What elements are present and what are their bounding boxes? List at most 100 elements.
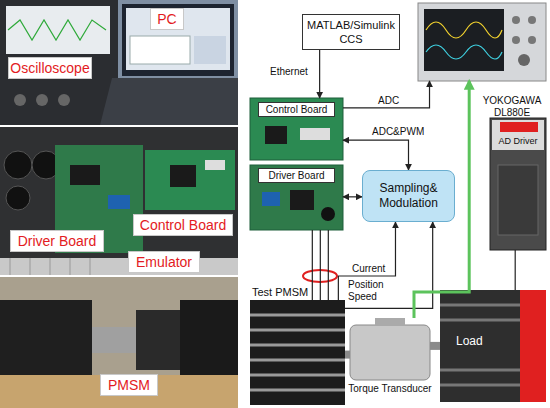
node-text: Oscilloscope (10, 60, 89, 76)
heatsink-fin (30, 258, 31, 275)
knob (36, 94, 48, 106)
motor-fin (250, 344, 345, 347)
transducer-connector (375, 318, 405, 326)
shaft-coupling (430, 342, 440, 350)
photo-divider (0, 275, 238, 277)
chip (290, 190, 314, 210)
photo-label: Driver Board (10, 230, 104, 252)
screen-trace (426, 22, 502, 38)
connector (205, 160, 225, 170)
load-fin (440, 319, 520, 322)
coupling (92, 327, 136, 353)
torque-sensor (136, 310, 180, 370)
photo-background (0, 127, 238, 275)
edge-label: Position Speed (348, 279, 390, 303)
control-pcb (145, 150, 235, 210)
node-text: YOKOGAWA DL880E (478, 95, 546, 119)
shaft-coupling (345, 351, 350, 359)
photo-background (0, 277, 238, 408)
connector-line (312, 230, 328, 300)
knob (528, 16, 536, 24)
oscilloscope: YOKOGAWA DL880E (418, 3, 546, 81)
motor-fin (250, 329, 345, 332)
node-text: Torque Transducer (345, 383, 435, 395)
connector-line (319, 50, 320, 98)
connector-line (343, 140, 409, 170)
relay (262, 192, 280, 206)
motor-body (250, 300, 345, 405)
relay (108, 195, 130, 209)
load-fin (440, 384, 520, 387)
motor-body (0, 300, 92, 375)
laptop-window (194, 36, 226, 64)
knob (528, 36, 536, 44)
chip (70, 165, 100, 185)
motor-fin (250, 314, 345, 317)
motor-fin (250, 359, 345, 362)
torque-transducer-body (350, 325, 430, 380)
control-board: Control Board (250, 98, 343, 160)
laptop-keyboard (100, 78, 238, 125)
node-text: PMSM (108, 377, 150, 393)
photo-label: PMSM (100, 374, 158, 396)
process-box: Sampling& Modulation (362, 170, 455, 222)
software-box: MATLAB/Simulink CCS (302, 14, 400, 50)
capacitor (4, 151, 32, 179)
node-text: MATLAB/Simulink CCS (305, 18, 397, 46)
knob (512, 36, 520, 44)
edge-label: Ethernet (270, 66, 308, 78)
node-text: Driver Board (258, 168, 335, 183)
photo-divider (0, 125, 238, 127)
node-text: PC (157, 11, 176, 27)
photo-label: Oscilloscope (8, 57, 92, 79)
node-text: Control Board (258, 102, 335, 117)
node-text: Control Board (140, 217, 226, 233)
heatsink-fin (90, 258, 91, 275)
node-text: Test PMSM (252, 286, 312, 298)
heatsink-fin (70, 258, 71, 275)
laptop-window (130, 36, 190, 64)
driver-pcb (250, 165, 343, 230)
node-text: Driver Board (18, 233, 97, 249)
load-motor (180, 300, 238, 375)
heatsink-fin (50, 258, 51, 275)
control-pcb (250, 98, 343, 160)
photo-label: PC (150, 8, 184, 30)
load-fin (440, 304, 520, 307)
drive-body (490, 118, 546, 250)
laptop-screen-frame (122, 4, 234, 76)
ad-driver: AD Driver (490, 118, 546, 250)
oscilloscope-screen (424, 9, 504, 71)
torque-transducer: Torque Transducer (350, 318, 430, 380)
chip (170, 165, 196, 187)
connector-line (343, 196, 362, 197)
drive-display (500, 122, 538, 132)
drive-terminals (498, 165, 538, 235)
laptop-screen (126, 8, 230, 70)
chip (265, 126, 287, 144)
node-text: Sampling& Modulation (367, 181, 450, 211)
edge-label: ADC&PWM (372, 126, 424, 138)
connector-line (515, 250, 516, 290)
motor-fin (250, 374, 345, 377)
screen-trace (8, 20, 106, 40)
motor-fin (250, 389, 345, 392)
oscilloscope-body (418, 3, 546, 81)
wooden-base (0, 375, 238, 408)
load-end-cap (520, 290, 546, 402)
capacitor (6, 186, 30, 210)
load-fin (440, 369, 520, 372)
load-body (440, 290, 546, 402)
oscilloscope-body (0, 0, 118, 125)
node-text: Emulator (136, 254, 192, 270)
edge-label: ADC (378, 95, 399, 107)
photo-label: Control Board (133, 214, 233, 236)
test-motor: Test PMSM (250, 300, 345, 405)
load-motor: Load (440, 290, 546, 402)
photo-label: Emulator (128, 251, 200, 273)
knob (58, 94, 70, 106)
connector-line (345, 222, 433, 308)
knob (512, 16, 520, 24)
drive-panel (492, 120, 544, 150)
